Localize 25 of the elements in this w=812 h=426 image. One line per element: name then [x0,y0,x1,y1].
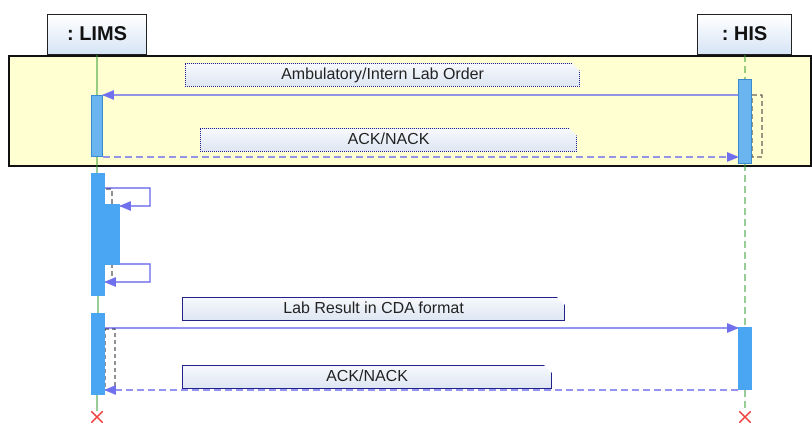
lifeline [96,54,98,96]
destroy-icon [739,411,751,423]
message-arrow [104,263,151,287]
message-label: ACK/NACK [200,128,577,152]
lifeline [96,156,98,174]
lifeline [744,54,746,80]
activation-bar [91,95,103,157]
activation-bar [738,327,752,390]
activation-bar [105,204,120,265]
activation-bar [91,313,105,395]
lifeline-header: : HIS [697,14,792,55]
lifeline [744,164,746,328]
lifeline-header: : LIMS [47,14,147,55]
message-arrow [102,90,738,100]
message-label: Ambulatory/Intern Lab Order [185,63,580,88]
message-arrow [104,385,738,395]
destroy-icon [91,411,103,423]
message-arrow [105,323,739,333]
message-label: Lab Result in CDA format [182,297,565,322]
message-label: ACK/NACK [182,365,552,390]
activation-bar [91,173,105,296]
message-arrow [103,152,739,162]
activation-bar [738,79,752,164]
lifeline [96,394,98,412]
message-arrow [105,187,151,211]
